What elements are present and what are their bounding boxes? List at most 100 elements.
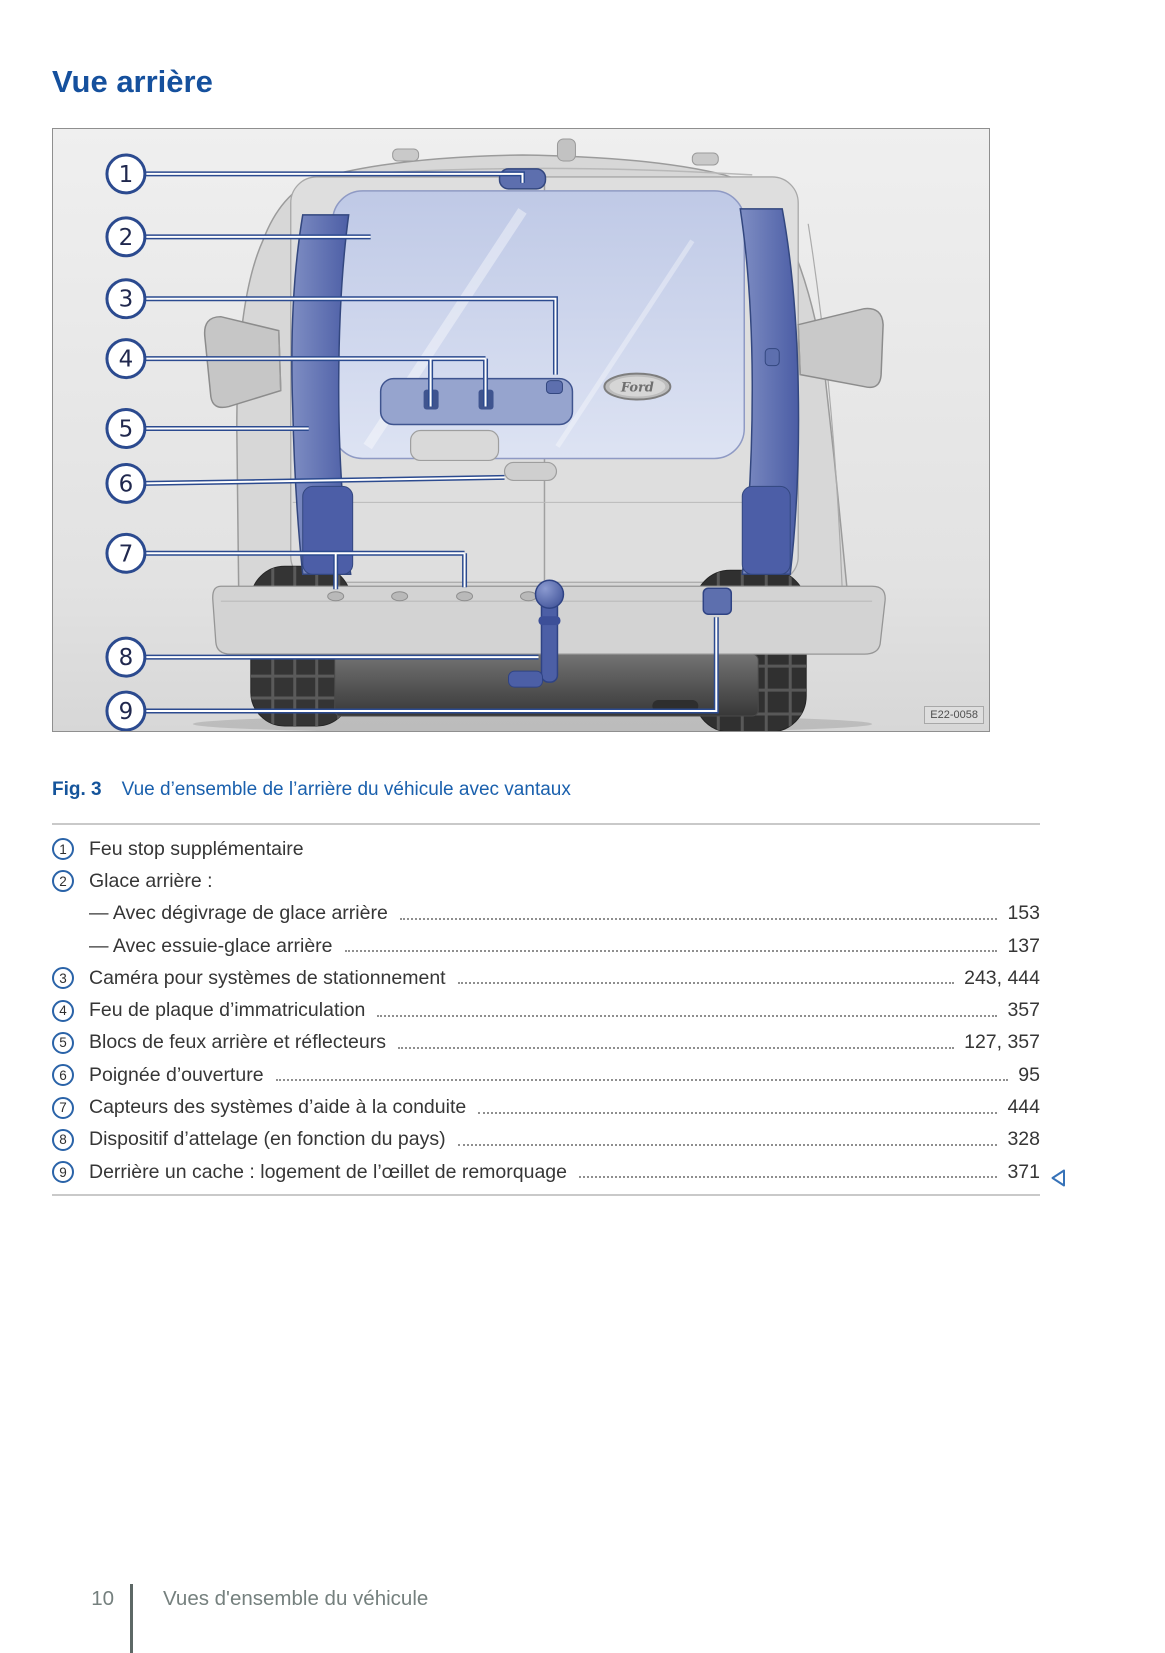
svg-text:6: 6	[119, 471, 134, 497]
legend-page-ref: 153	[1007, 902, 1040, 925]
legend-item-label: Blocs de feux arrière et réflecteurs	[89, 1031, 386, 1054]
legend-row: 1 Feu stop supplémentaire	[52, 833, 1040, 865]
svg-text:2: 2	[119, 225, 134, 251]
side-sensor	[764, 348, 780, 367]
legend-row: 7 Capteurs des systèmes d’aide à la cond…	[52, 1091, 1040, 1123]
svg-text:3: 3	[119, 287, 134, 313]
tow-hitch	[508, 579, 565, 688]
legend-item-number: 5	[52, 1031, 74, 1054]
svg-text:5: 5	[119, 416, 134, 442]
callout-9: 9	[105, 690, 147, 731]
legend-item-number: 6	[52, 1064, 74, 1087]
legend-item-label: — Avec dégivrage de glace arrière	[89, 902, 388, 925]
page-title: Vue arrière	[52, 64, 213, 99]
license-plate-recess	[410, 429, 500, 462]
legend-item-label: Derrière un cache : logement de l’œillet…	[89, 1160, 567, 1183]
legend-page-ref: 357	[1007, 999, 1040, 1022]
legend-subrow: — Avec dégivrage de glace arrière 153	[52, 898, 1040, 930]
roof-rail	[691, 152, 719, 166]
legend-item-label: — Avec essuie-glace arrière	[89, 934, 333, 957]
legend-page-ref: 328	[1007, 1128, 1040, 1151]
svg-text:1: 1	[119, 162, 134, 188]
tailgate-handle	[503, 461, 558, 482]
left-mirror	[203, 315, 282, 409]
legend-item-label: Feu stop supplémentaire	[89, 837, 304, 860]
legend-row: 2 Glace arrière :	[52, 865, 1040, 897]
dot-leader	[397, 1046, 955, 1049]
legend-page-ref: 137	[1007, 934, 1040, 957]
legend-list: 1 Feu stop supplémentaire 2 Glace arrièr…	[52, 823, 1065, 1197]
callout-2: 2	[105, 216, 147, 258]
footer-section-title: Vues d'ensemble du véhicule	[163, 1587, 429, 1610]
right-mirror	[797, 307, 884, 389]
dot-leader	[457, 1143, 998, 1146]
figure-caption: Fig. 3 Vue d’ensemble de l’arrière du véh…	[52, 779, 571, 801]
legend-page-ref: 243, 444	[964, 966, 1040, 989]
legend-item-number: 8	[52, 1128, 74, 1151]
parking-sensor	[456, 591, 474, 602]
legend-page-ref: 127, 357	[964, 1031, 1040, 1054]
tow-ball	[534, 579, 565, 609]
dot-leader	[344, 950, 998, 953]
callout-6: 6	[105, 462, 147, 504]
legend-item-label: Capteurs des systèmes d’aide à la condui…	[89, 1096, 467, 1119]
callouts: 1 2 3 4 5 6 7 8 9	[105, 153, 147, 731]
callout-7: 7	[105, 532, 147, 574]
page-footer: 10 Vues d'ensemble du véhicule	[52, 1584, 428, 1653]
tow-eye-cover	[702, 587, 733, 615]
legend-item-number: 2	[52, 870, 74, 893]
dot-leader	[579, 1176, 998, 1179]
legend-page-ref: 444	[1007, 1096, 1040, 1119]
ford-badge: Ford	[603, 372, 672, 401]
legend-item-number: 9	[52, 1161, 74, 1184]
license-light-bar	[379, 377, 574, 426]
parking-sensor	[327, 591, 345, 602]
dot-leader	[275, 1079, 1009, 1082]
legend-page-ref: 95	[1018, 1063, 1040, 1086]
legend-item-label: Caméra pour systèmes de stationnement	[89, 966, 446, 989]
rear-camera	[545, 380, 563, 395]
svg-text:7: 7	[119, 541, 134, 567]
callout-3: 3	[105, 278, 147, 320]
legend-item-label: Dispositif d’attelage (en fonction du pa…	[89, 1128, 446, 1151]
legend-item-label: Feu de plaque d’immatriculation	[89, 999, 366, 1022]
dot-leader	[457, 982, 955, 985]
figure-image-code: E22-0058	[924, 706, 984, 724]
legend-item-number: 1	[52, 838, 74, 861]
legend-row: 3 Caméra pour systèmes de stationnement …	[52, 962, 1040, 994]
dot-leader	[478, 1111, 998, 1114]
callout-1: 1	[105, 153, 147, 195]
legend-item-number: 3	[52, 967, 74, 990]
parking-sensor	[520, 591, 537, 602]
parking-sensor	[391, 591, 409, 602]
legend-item-number: 7	[52, 1096, 74, 1119]
page-back-arrow-icon[interactable]	[1049, 1168, 1067, 1188]
legend-subrow: — Avec essuie-glace arrière 137	[52, 930, 1040, 962]
leader-lines	[144, 171, 719, 714]
page-number: 10	[91, 1587, 114, 1610]
legend-page-ref: 371	[1007, 1160, 1040, 1183]
vehicle-rear-figure: Ford 1 2	[52, 128, 990, 732]
svg-text:9: 9	[119, 699, 134, 725]
callout-8: 8	[105, 636, 147, 678]
legend-row: 5 Blocs de feux arrière et réflecteurs 1…	[52, 1027, 1040, 1059]
callout-5: 5	[105, 408, 147, 449]
legend-row: 9 Derrière un cache : logement de l’œill…	[52, 1156, 1065, 1188]
right-tail-lamp-pillar	[739, 208, 800, 576]
legend-item-label: Poignée d’ouverture	[89, 1063, 264, 1086]
legend-row: 8 Dispositif d’attelage (en fonction du …	[52, 1124, 1040, 1156]
dot-leader	[399, 917, 998, 920]
legend-item-label: Glace arrière :	[89, 869, 213, 892]
svg-text:4: 4	[119, 347, 134, 373]
legend-row: 4 Feu de plaque d’immatriculation 357	[52, 994, 1040, 1026]
svg-text:8: 8	[119, 645, 134, 671]
roof-antenna	[556, 138, 576, 162]
legend-row: 6 Poignée d’ouverture 95	[52, 1059, 1040, 1091]
figure-caption-label: Fig. 3	[52, 779, 102, 800]
footer-divider	[130, 1584, 133, 1653]
dot-leader	[377, 1014, 998, 1017]
svg-text:Ford: Ford	[620, 381, 654, 396]
vehicle-rear-illustration: Ford 1 2	[53, 129, 989, 731]
figure-caption-text: Vue d’ensemble de l’arrière du véhicule …	[121, 779, 571, 800]
